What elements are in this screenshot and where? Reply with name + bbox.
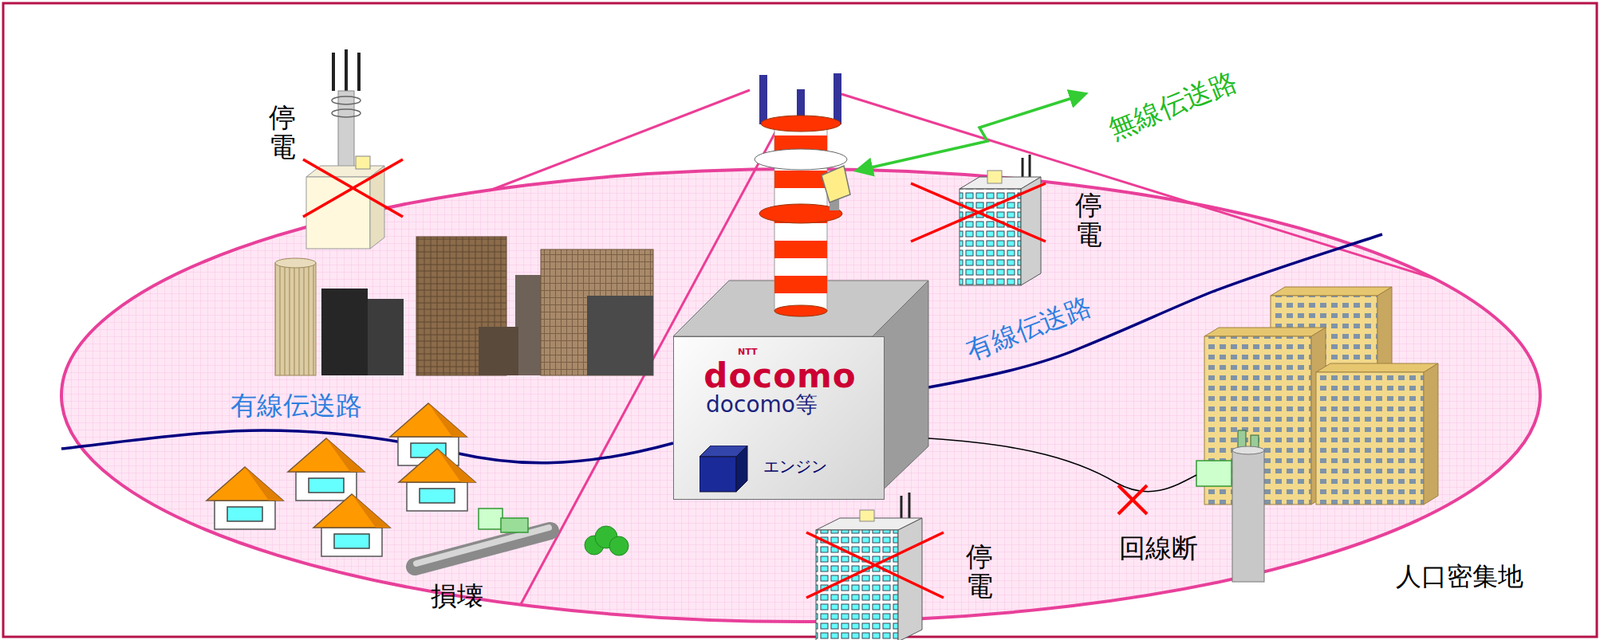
radio-tower bbox=[754, 73, 851, 317]
logo-text: docomo bbox=[680, 356, 880, 397]
cross-line bbox=[806, 532, 944, 599]
antenna bbox=[759, 74, 768, 125]
station-building: エンジン NTTdocomodocomo等 bbox=[673, 336, 885, 501]
cross-line bbox=[1118, 485, 1147, 515]
station-body bbox=[673, 280, 929, 501]
apartment-roof bbox=[1316, 363, 1439, 373]
cross-line bbox=[910, 183, 1046, 242]
wired-path-label: 有線伝送路 bbox=[230, 390, 363, 422]
antenna bbox=[357, 52, 361, 91]
cross-line bbox=[910, 183, 1046, 242]
failure-cross bbox=[910, 183, 1046, 242]
apartment-side bbox=[1423, 363, 1439, 505]
tower-stripe bbox=[774, 170, 828, 189]
wireless-path-label: 無線伝送路 bbox=[1103, 64, 1242, 146]
antenna bbox=[344, 49, 348, 91]
antenna bbox=[833, 73, 842, 125]
cross-line bbox=[1118, 485, 1147, 515]
antenna bbox=[900, 496, 903, 521]
wired-path-label: 有線伝送路 bbox=[961, 290, 1096, 367]
pole-ring bbox=[331, 109, 361, 118]
outage-label: 停電 bbox=[1075, 190, 1103, 251]
cross-line bbox=[806, 532, 944, 599]
antenna bbox=[1021, 157, 1025, 178]
wired-line bbox=[61, 430, 674, 464]
engine-unit: エンジン bbox=[697, 442, 858, 494]
tower-ring bbox=[760, 115, 841, 132]
antenna bbox=[908, 492, 911, 521]
building-front bbox=[959, 189, 1021, 286]
bush bbox=[584, 526, 629, 556]
building bbox=[275, 263, 316, 376]
building-top bbox=[275, 258, 316, 268]
utility-pole bbox=[1196, 430, 1265, 583]
cube-side bbox=[736, 445, 748, 493]
dish-antenna bbox=[821, 165, 851, 203]
transformer bbox=[1196, 461, 1232, 487]
house bbox=[313, 494, 391, 557]
antenna bbox=[331, 52, 335, 91]
pole-highlight bbox=[416, 528, 549, 564]
roof-box bbox=[859, 510, 875, 522]
transformer bbox=[478, 508, 503, 530]
pole-body bbox=[1232, 450, 1265, 583]
house bbox=[287, 438, 365, 501]
failure-cross bbox=[303, 159, 403, 217]
city-buildings bbox=[275, 236, 654, 376]
building bbox=[587, 295, 654, 376]
pole-top bbox=[1232, 446, 1265, 455]
area-label: 人口密集地 bbox=[1395, 561, 1524, 592]
wireless-link bbox=[857, 94, 1085, 171]
office-building bbox=[959, 154, 1041, 286]
cross-line bbox=[303, 159, 403, 217]
building bbox=[321, 288, 368, 376]
building-front bbox=[306, 177, 371, 249]
building-front bbox=[815, 530, 899, 640]
failure-cross bbox=[806, 532, 944, 599]
building bbox=[540, 249, 654, 376]
apartment-roof bbox=[1204, 327, 1326, 337]
pole bbox=[338, 90, 355, 171]
tower-stripe bbox=[774, 240, 828, 259]
bush-part bbox=[609, 536, 629, 556]
antenna bbox=[1028, 154, 1032, 178]
coverage-line bbox=[489, 90, 750, 191]
tower-base bbox=[774, 305, 828, 317]
pole-ring bbox=[331, 96, 361, 105]
apartment-front bbox=[1316, 372, 1424, 505]
roof-box bbox=[987, 170, 1002, 184]
engine-cube bbox=[699, 445, 749, 494]
building bbox=[478, 327, 519, 376]
building bbox=[367, 299, 404, 376]
house bbox=[398, 449, 476, 512]
building-label: docomo等 bbox=[697, 391, 826, 419]
cut-cross bbox=[1118, 485, 1147, 515]
outage-label: 停電 bbox=[965, 542, 994, 603]
fallen-pole bbox=[414, 508, 551, 568]
apartment-roof bbox=[1270, 287, 1392, 296]
cross-line bbox=[303, 159, 403, 217]
tower-ring bbox=[754, 149, 848, 170]
damage-label: 損壊 bbox=[430, 580, 484, 613]
transformer bbox=[500, 518, 529, 533]
office-building bbox=[815, 492, 923, 640]
cube-front bbox=[699, 457, 737, 493]
frame bbox=[3, 3, 1597, 638]
outage-label: 停電 bbox=[268, 102, 296, 163]
tower-stripe bbox=[774, 275, 828, 294]
line-cut-label: 回線断 bbox=[1119, 532, 1199, 565]
houses bbox=[206, 403, 476, 557]
house bbox=[206, 467, 284, 530]
telecom-line bbox=[928, 438, 1197, 493]
roof-box bbox=[355, 156, 371, 170]
antenna-building bbox=[306, 49, 385, 249]
engine-label: エンジン bbox=[763, 457, 828, 477]
coverage-lines bbox=[489, 90, 1436, 605]
logo-mark: NTT bbox=[737, 346, 757, 358]
